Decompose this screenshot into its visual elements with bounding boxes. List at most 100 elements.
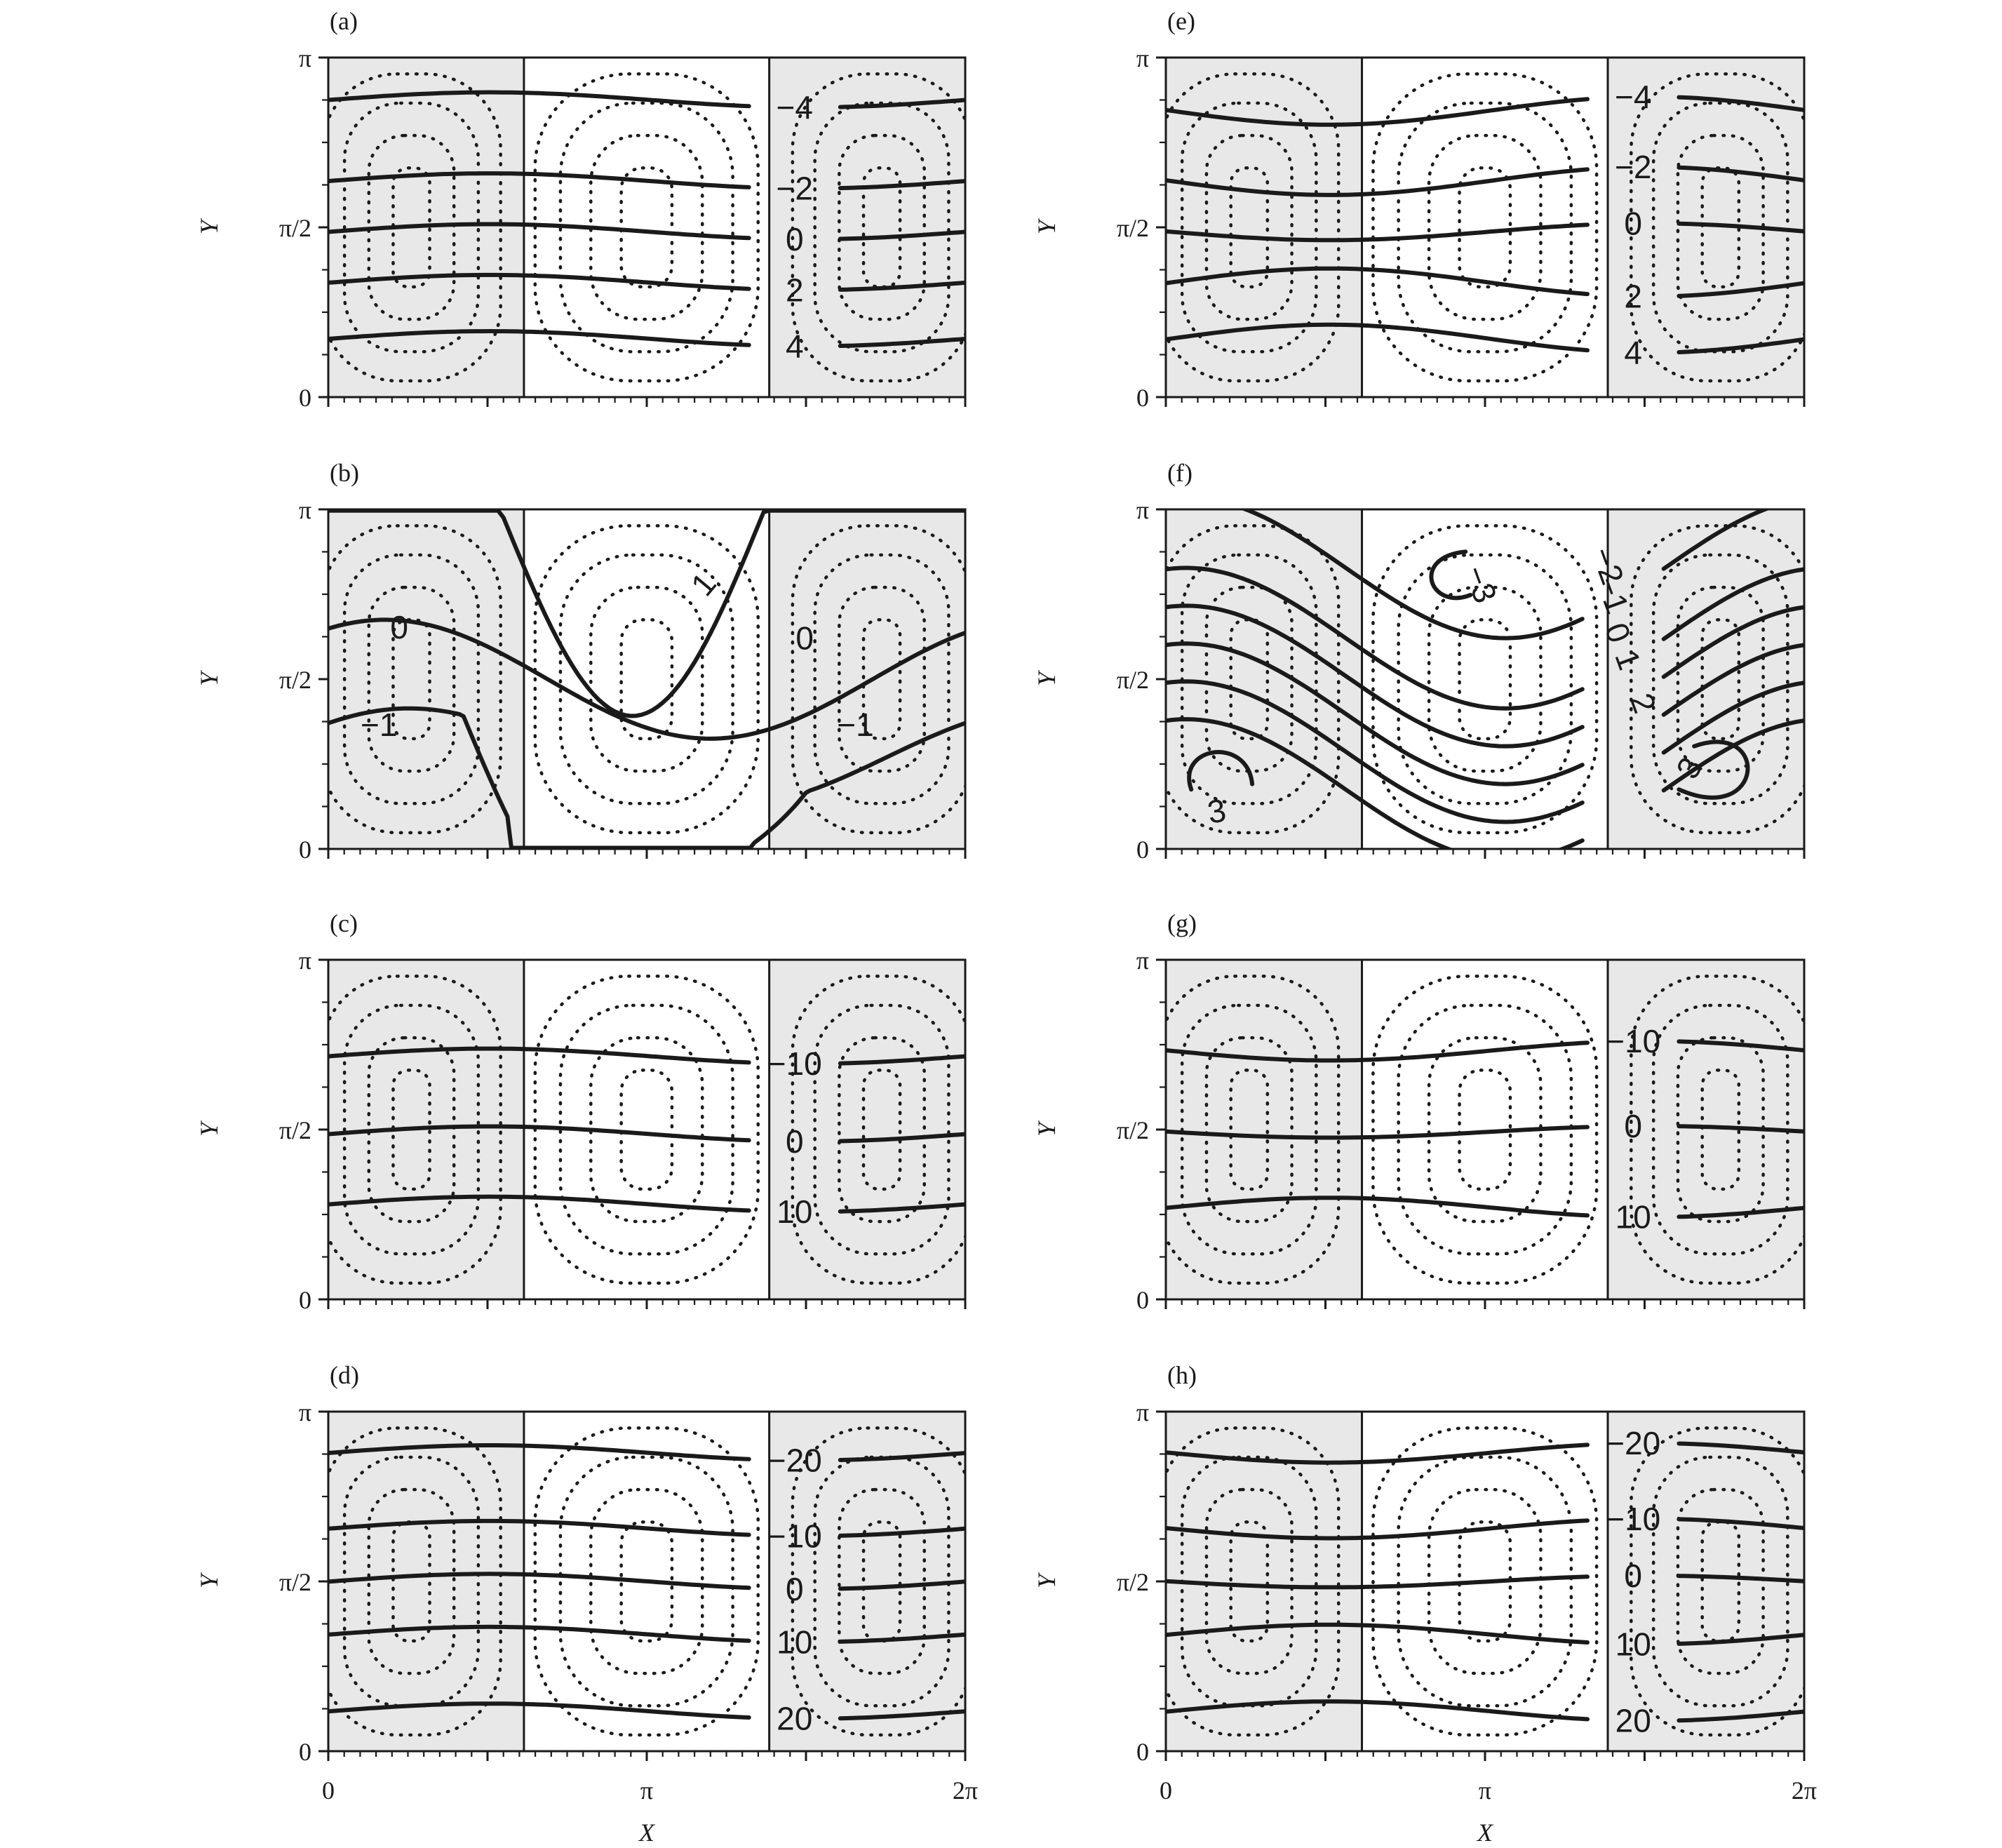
shaded-region	[1166, 58, 1362, 397]
x-tick-label: 0	[1160, 1776, 1172, 1805]
solid-contour	[1166, 1196, 1590, 1218]
solid-contour	[838, 1054, 965, 1066]
solid-contour	[328, 1443, 751, 1461]
dotted-contour	[589, 1487, 704, 1675]
contour-level-label: 4	[1624, 335, 1642, 371]
solid-contour	[1677, 221, 1804, 234]
dotted-contour	[367, 1487, 456, 1675]
contour-level-label: 0	[390, 609, 408, 645]
dotted-contour	[367, 585, 456, 773]
contour-level-label: 2	[786, 272, 804, 308]
dotted-contour	[1676, 1036, 1765, 1224]
solid-contour	[1166, 1574, 1590, 1590]
solid-contour	[838, 1132, 965, 1144]
panel-label: (f)	[1167, 459, 1193, 487]
y-tick-label: 0	[1136, 1738, 1149, 1766]
panel-label: (c)	[330, 909, 358, 937]
y-tick-label: 0	[299, 836, 311, 864]
y-tick-label: π	[1136, 946, 1149, 975]
solid-contour	[328, 617, 965, 741]
panel-label: (h)	[1167, 1361, 1197, 1389]
solid-contour	[1166, 322, 1590, 353]
y-tick-label: π/2	[279, 214, 311, 242]
contour-level-label: −4	[777, 89, 813, 126]
contour-level-label: 0	[1624, 1108, 1642, 1144]
dotted-contour	[791, 524, 965, 835]
solid-contour	[1166, 1125, 1590, 1140]
solid-contour	[1239, 509, 1585, 641]
solid-contour	[838, 1451, 965, 1462]
contour-level-label: −4	[1615, 79, 1651, 115]
contour-level-label: 0	[786, 1123, 804, 1160]
solid-contour	[1661, 643, 1804, 717]
contour-level-label: −2	[1615, 149, 1651, 185]
dotted-contour	[367, 1036, 456, 1224]
solid-contour	[1429, 549, 1473, 601]
dotted-contour	[1371, 524, 1599, 835]
dotted-contour	[813, 1003, 950, 1256]
contour-level-label: 4	[786, 328, 804, 364]
dotted-contour	[1371, 72, 1599, 383]
dotted-contour	[1371, 1426, 1599, 1737]
y-tick-label: π/2	[279, 666, 311, 694]
solid-contour	[1661, 567, 1804, 641]
x-axis-title: X	[1476, 1819, 1494, 1847]
x-axis-title: X	[638, 1819, 656, 1847]
contour-level-label: −3	[1458, 561, 1505, 608]
solid-contour	[1677, 337, 1804, 354]
dotted-contour	[1371, 975, 1599, 1285]
y-axis-title: Y	[1033, 217, 1061, 234]
contour-level-label: −1	[837, 707, 873, 743]
dotted-contour	[367, 133, 456, 321]
solid-contour	[328, 1624, 751, 1643]
shaded-region	[769, 509, 965, 849]
y-tick-label: π	[1136, 1398, 1149, 1426]
solid-contour	[1166, 641, 1585, 786]
y-axis-title: Y	[195, 217, 223, 234]
y-tick-label: π/2	[279, 1568, 311, 1596]
solid-contour	[1677, 281, 1804, 298]
dotted-contour	[533, 72, 760, 383]
y-tick-label: π/2	[1117, 1568, 1149, 1596]
dotted-contour	[1676, 1487, 1765, 1675]
dotted-contour	[1166, 975, 1341, 1285]
solid-contour	[838, 1526, 965, 1538]
dotted-contour	[328, 524, 502, 835]
contour-level-label: −1	[361, 707, 397, 743]
y-tick-label: 0	[299, 1286, 311, 1314]
contour-level-label: 1	[684, 565, 723, 603]
contour-level-label: 0	[1624, 205, 1642, 241]
contour-level-label: −10	[1606, 1501, 1660, 1537]
dotted-contour	[1630, 524, 1804, 835]
dotted-contour	[328, 1426, 502, 1737]
solid-contour	[1166, 1040, 1590, 1063]
dotted-contour	[1166, 1426, 1341, 1737]
dotted-contour	[1427, 585, 1543, 773]
y-tick-label: 0	[1136, 384, 1149, 412]
solid-contour	[838, 1709, 965, 1721]
contour-level-label: −2	[777, 170, 813, 207]
solid-contour	[838, 1632, 965, 1644]
panel-label: (g)	[1167, 909, 1197, 937]
dotted-contour	[589, 133, 704, 321]
solid-contour	[1661, 681, 1804, 755]
solid-contour	[1677, 1709, 1804, 1723]
contour-level-label: 10	[777, 1193, 812, 1230]
dotted-contour	[589, 1036, 704, 1224]
solid-contour	[328, 1572, 751, 1591]
dotted-contour	[1630, 72, 1804, 383]
dotted-contour	[838, 1036, 926, 1224]
dotted-contour	[813, 553, 950, 805]
solid-contour	[328, 329, 751, 347]
solid-contour	[838, 337, 965, 348]
shaded-region	[1166, 960, 1362, 1299]
solid-contour	[1166, 167, 1590, 197]
solid-contour	[328, 1046, 751, 1065]
dotted-contour	[1630, 1426, 1804, 1737]
solid-contour	[1677, 165, 1804, 182]
dotted-contour	[1204, 1487, 1294, 1675]
y-tick-label: π	[299, 1398, 311, 1426]
y-axis-title: Y	[1033, 669, 1061, 686]
dotted-contour	[1676, 585, 1765, 773]
